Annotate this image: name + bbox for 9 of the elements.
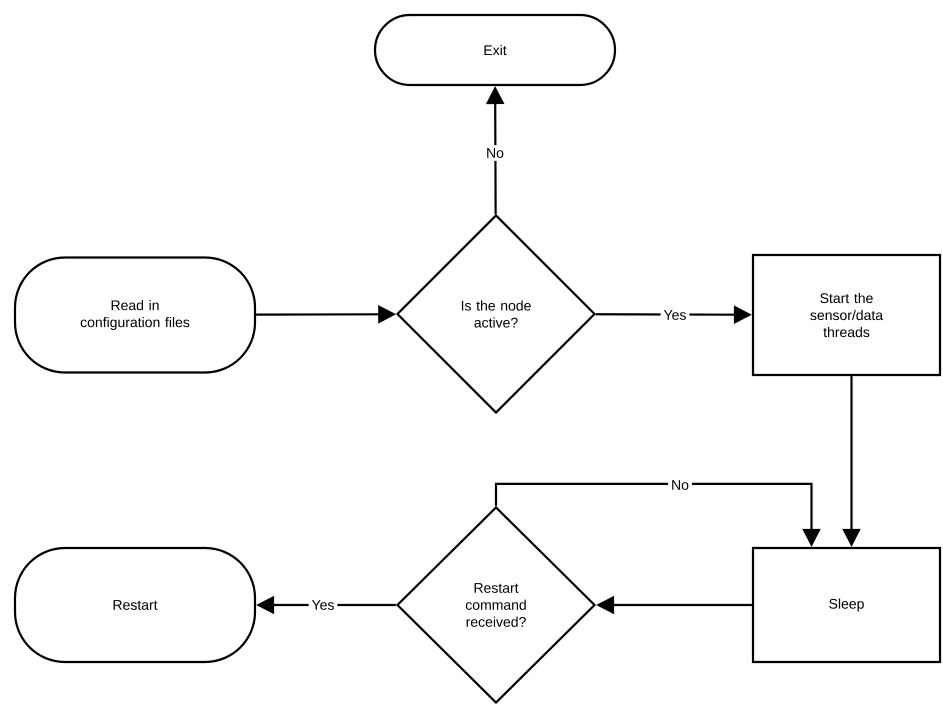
terminal-box: Read in configuration files bbox=[14, 256, 256, 374]
terminal-box: Exit bbox=[374, 14, 616, 86]
edge-label: Yes bbox=[308, 597, 338, 613]
process-box: Sleep bbox=[752, 546, 942, 664]
edge-label: No bbox=[668, 477, 692, 493]
edge-label: No bbox=[483, 145, 507, 161]
process-box: Start the sensor/data threads bbox=[752, 254, 942, 376]
terminal-box: Restart bbox=[14, 546, 256, 664]
edge-label: Yes bbox=[660, 307, 690, 323]
